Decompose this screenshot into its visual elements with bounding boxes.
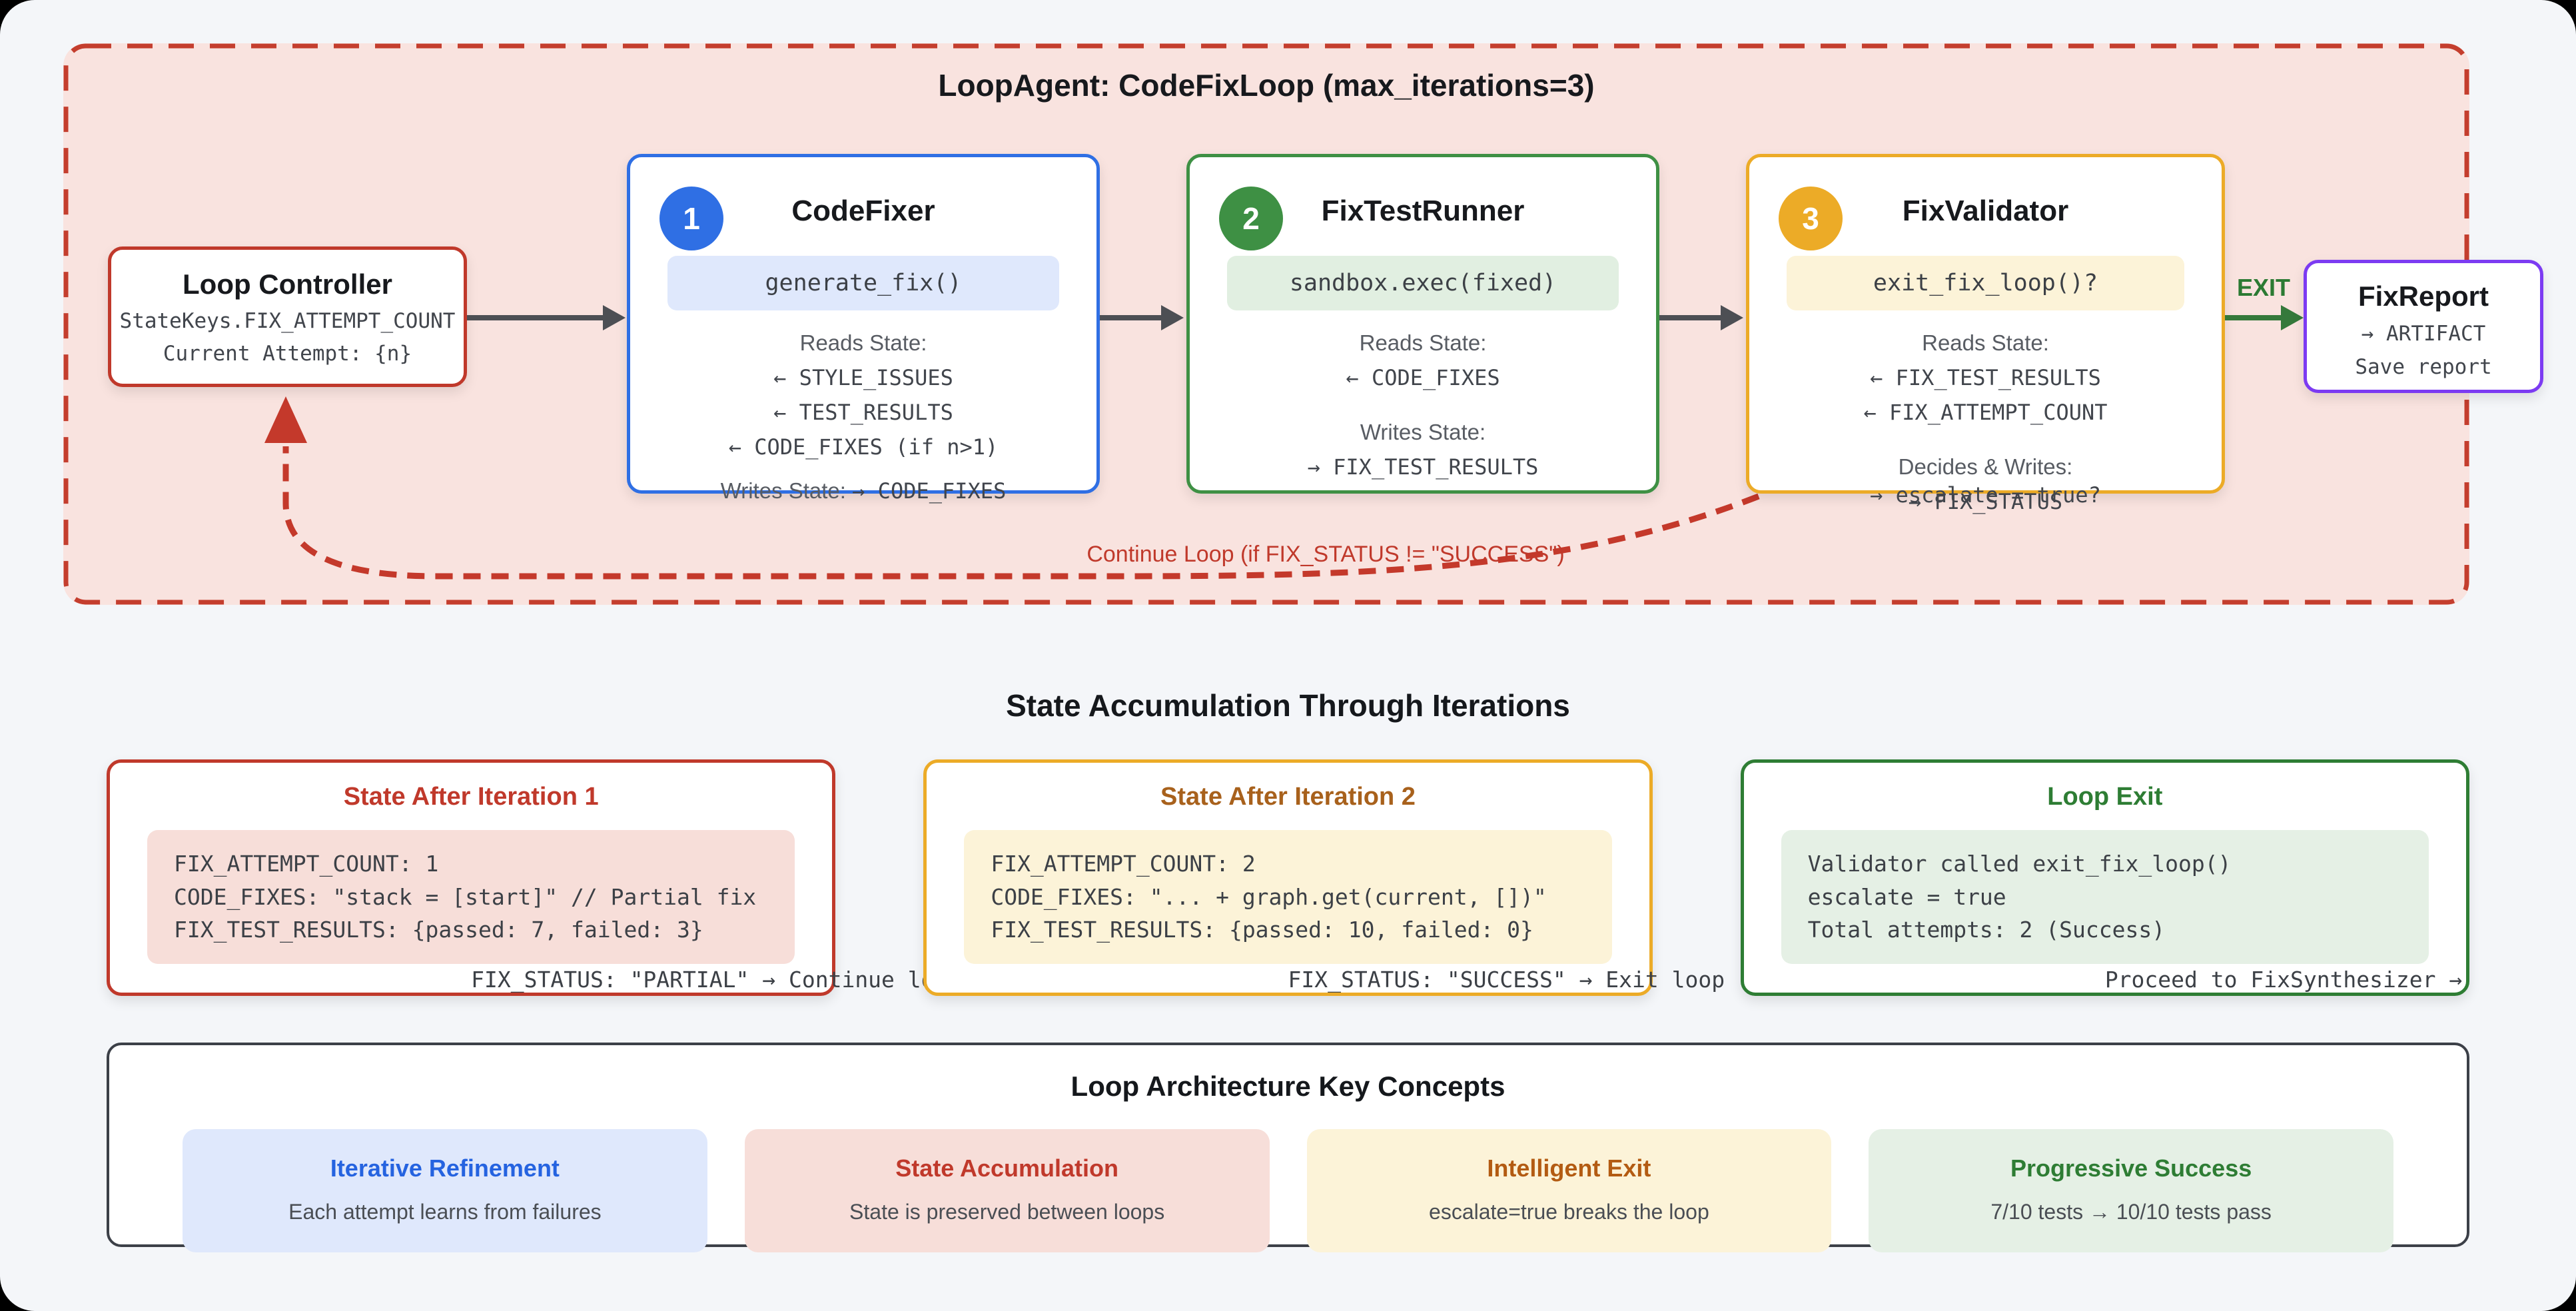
concept-title: Intelligent Exit bbox=[1487, 1154, 1651, 1182]
concept-cards-row: Iterative Refinement Each attempt learns… bbox=[183, 1129, 2393, 1252]
continue-loop-label: Continue Loop (if FIX_STATUS != "SUCCESS… bbox=[1086, 542, 1565, 567]
step-3-badge: 3 bbox=[1779, 187, 1843, 250]
fixvalidator-escalate-line: → escalate = true? bbox=[1870, 482, 2101, 508]
state-box-title: State After Iteration 2 bbox=[1160, 783, 1416, 811]
state-iteration-1-box: State After Iteration 1 FIX_ATTEMPT_COUN… bbox=[107, 759, 961, 996]
flow-arrow-codefixer-to-testrunner bbox=[1100, 305, 1184, 330]
concept-desc: Each attempt learns from failures bbox=[288, 1200, 602, 1224]
step-2-badge: 2 bbox=[1219, 187, 1283, 250]
fixtestrunner-writes-label: Writes State: bbox=[1360, 420, 1486, 444]
code-line: escalate = true bbox=[1807, 883, 2006, 910]
codefixer-read-line: ← STYLE_ISSUES bbox=[773, 365, 953, 390]
state-row: State After Iteration 1 FIX_ATTEMPT_COUN… bbox=[107, 759, 2469, 996]
fixvalidator-read-line: ← FIX_TEST_RESULTS bbox=[1870, 365, 2101, 390]
state-code-block: FIX_ATTEMPT_COUNT: 2 CODE_FIXES: "... + … bbox=[964, 830, 1612, 964]
concept-card-intelligent-exit: Intelligent Exit escalate=true breaks th… bbox=[1306, 1129, 1832, 1252]
key-concepts-panel: Loop Architecture Key Concepts Iterative… bbox=[107, 1043, 2469, 1252]
concept-card-state-accumulation: State Accumulation State is preserved be… bbox=[744, 1129, 1270, 1252]
fixvalidator-decides-label: Decides & Writes: bbox=[1898, 454, 2073, 479]
continue-loop-arrowhead bbox=[264, 396, 307, 443]
flow-arrow-testrunner-to-validator bbox=[1659, 305, 1743, 330]
codefixer-read-line: ← CODE_FIXES (if n>1) bbox=[728, 434, 999, 460]
controller-statekey-line: StateKeys.FIX_ATTEMPT_COUNT bbox=[119, 309, 456, 333]
exit-arrow bbox=[2225, 305, 2304, 330]
concept-title: Iterative Refinement bbox=[330, 1154, 560, 1182]
state-box-title: Loop Exit bbox=[2047, 783, 2163, 811]
code-line: Validator called exit_fix_loop() bbox=[1807, 851, 2232, 877]
concept-desc: 7/10 tests → 10/10 tests pass bbox=[1990, 1200, 2272, 1224]
fixvalidator-method-pill: exit_fix_loop()? bbox=[1787, 256, 2184, 310]
code-line: CODE_FIXES: "... + graph.get(current, []… bbox=[991, 883, 1547, 910]
state-code-block: FIX_ATTEMPT_COUNT: 1 CODE_FIXES: "stack … bbox=[147, 830, 795, 964]
state-overflow-line: Proceed to FixSynthesizer → bbox=[2104, 966, 2463, 993]
concept-card-progressive-success: Progressive Success 7/10 tests → 10/10 t… bbox=[1869, 1129, 2393, 1252]
codefixer-box: 1 CodeFixer generate_fix() Reads State: … bbox=[627, 154, 1100, 504]
fixreport-title: FixReport bbox=[2358, 280, 2489, 312]
fixtestrunner-reads-label: Reads State: bbox=[1359, 330, 1487, 355]
concept-desc: State is preserved between loops bbox=[849, 1200, 1165, 1224]
loop-exit-box: Loop Exit Validator called exit_fix_loop… bbox=[1740, 759, 2469, 996]
flow-arrow-controller-to-codefixer bbox=[467, 305, 626, 330]
state-overflow-line: FIX_STATUS: "PARTIAL" → Continue loop bbox=[471, 966, 961, 993]
fixvalidator-box: 3 FixValidator exit_fix_loop()? Reads St… bbox=[1746, 154, 2225, 514]
code-line: Total attempts: 2 (Success) bbox=[1807, 917, 2166, 943]
concept-card-iterative-refinement: Iterative Refinement Each attempt learns… bbox=[183, 1129, 707, 1252]
codefixer-reads-label: Reads State: bbox=[799, 330, 927, 355]
state-overflow-line: FIX_STATUS: "SUCCESS" → Exit loop bbox=[1288, 966, 1725, 993]
state-iteration-2-box: State After Iteration 2 FIX_ATTEMPT_COUN… bbox=[923, 759, 1725, 996]
exit-label: EXIT bbox=[2236, 274, 2290, 301]
step-1-badge: 1 bbox=[659, 187, 723, 250]
fixtestrunner-box: 2 FixTestRunner sandbox.exec(fixed) Read… bbox=[1186, 154, 1659, 494]
loop-agent-container: LoopAgent: CodeFixLoop (max_iterations=3… bbox=[63, 43, 2543, 605]
controller-attempt-line: Current Attempt: {n} bbox=[163, 342, 412, 366]
code-line: FIX_TEST_RESULTS: {passed: 10, failed: 0… bbox=[991, 917, 1533, 943]
loop-controller-box: Loop Controller StateKeys.FIX_ATTEMPT_CO… bbox=[108, 246, 467, 387]
codefixer-writes-line: Writes State: → CODE_FIXES bbox=[720, 478, 1007, 504]
fixtestrunner-write-line: → FIX_TEST_RESULTS bbox=[1307, 454, 1539, 480]
fixvalidator-reads-label: Reads State: bbox=[1922, 330, 2049, 355]
code-line: FIX_TEST_RESULTS: {passed: 7, failed: 3} bbox=[174, 917, 703, 943]
fixvalidator-read-line: ← FIX_ATTEMPT_COUNT bbox=[1863, 400, 2108, 425]
state-box-title: State After Iteration 1 bbox=[343, 783, 599, 811]
fixreport-box: FixReport → ARTIFACT Save report bbox=[2304, 260, 2543, 393]
codefixer-read-line: ← TEST_RESULTS bbox=[773, 400, 953, 425]
codefixer-method-pill: generate_fix() bbox=[667, 256, 1059, 310]
fixreport-save-line: Save report bbox=[2355, 355, 2492, 379]
concept-desc: escalate=true breaks the loop bbox=[1429, 1200, 1709, 1224]
code-line: CODE_FIXES: "stack = [start]" // Partial… bbox=[174, 883, 757, 910]
fixreport-artifact-line: → ARTIFACT bbox=[2361, 322, 2486, 346]
state-code-block: Validator called exit_fix_loop() escalat… bbox=[1781, 830, 2429, 964]
loop-title: LoopAgent: CodeFixLoop (max_iterations=3… bbox=[938, 68, 1595, 103]
fixtestrunner-method-pill: sandbox.exec(fixed) bbox=[1227, 256, 1619, 310]
states-section-heading: State Accumulation Through Iterations bbox=[1006, 688, 1570, 723]
concept-title: State Accumulation bbox=[895, 1154, 1118, 1182]
concept-title: Progressive Success bbox=[2010, 1154, 2252, 1182]
fixtestrunner-read-line: ← CODE_FIXES bbox=[1346, 365, 1500, 390]
loop-controller-title: Loop Controller bbox=[183, 268, 392, 300]
code-line: FIX_ATTEMPT_COUNT: 2 bbox=[991, 851, 1256, 877]
code-line: FIX_ATTEMPT_COUNT: 1 bbox=[174, 851, 439, 877]
key-concepts-heading: Loop Architecture Key Concepts bbox=[1071, 1071, 1505, 1102]
